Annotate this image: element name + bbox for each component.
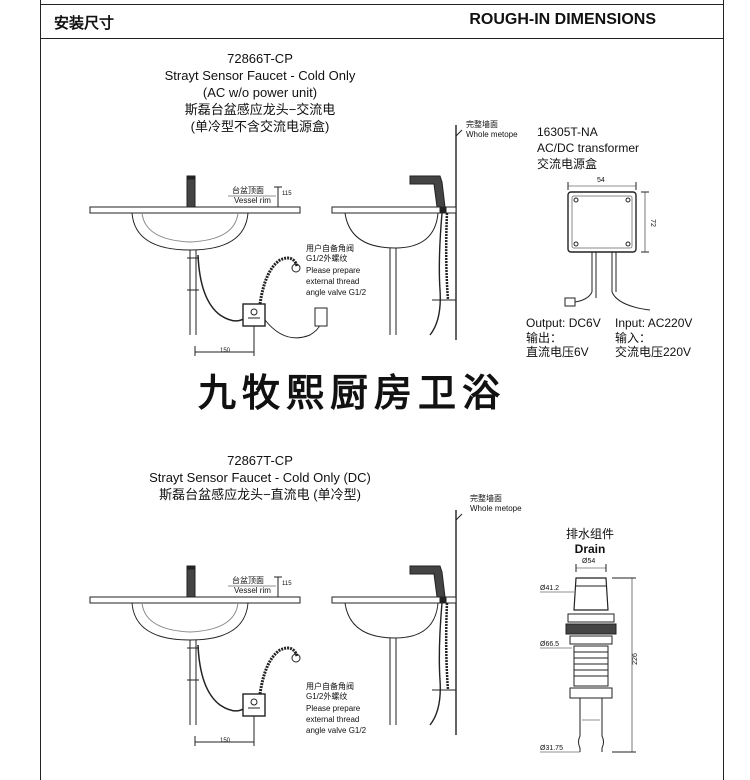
transformer-name-en: AC/DC transformer: [537, 141, 640, 155]
section2-angle-valve-cn2: G1/2外螺纹: [306, 692, 348, 701]
transformer-input-cn1: 输入：: [615, 331, 652, 345]
transformer-output-cn1: 输出：: [526, 331, 563, 345]
section1-dim-width: 150: [220, 348, 231, 354]
section1-wall-cn: 完整墙面: [466, 120, 498, 129]
header-title-cn: 安装尺寸: [54, 14, 115, 32]
section1-wall-en: Whole metope: [466, 130, 518, 139]
drain-dim-height: 226: [631, 653, 639, 665]
section2-angle-valve-en1: Please prepare: [306, 704, 361, 713]
transformer-name-cn: 交流电源盒: [537, 157, 598, 171]
drain-title-en: Drain: [574, 542, 606, 556]
page-frame: [40, 0, 724, 780]
section1-name-cn2: (单冷型不含交流电源盒): [190, 119, 330, 134]
section2-vessel-rim-en: Vessel rim: [234, 586, 271, 595]
drain-title-cn: 排水组件: [565, 527, 614, 541]
section1-name-en: Strayt Sensor Faucet - Cold Only: [164, 68, 356, 83]
ac-plug: [314, 307, 328, 327]
section1-name-en2: (AC w/o power unit): [202, 85, 318, 100]
supply-hose: [197, 254, 246, 322]
section2-title: 72867T-CP Strayt Sensor Faucet - Cold On…: [120, 452, 400, 503]
drain-dim-cap: Ø41.2: [540, 585, 560, 592]
drain-dim-flange: Ø66.5: [540, 641, 560, 648]
drain-flange: [567, 613, 615, 623]
section2-wall-cn: 完整墙面: [470, 494, 502, 503]
section1-model: 72866T-CP: [227, 51, 293, 66]
transformer-output-cn2: 直流电压6V: [526, 345, 589, 359]
section2-vessel-rim-cn: 台盆顶面: [232, 576, 264, 585]
transformer-model: 16305T-NA: [537, 125, 598, 139]
section2-name-en: Strayt Sensor Faucet - Cold Only (DC): [149, 470, 371, 485]
transformer-dim-width: 54: [597, 177, 605, 184]
section2-wall-en: Whole metope: [470, 504, 522, 513]
drain-dim-bottom: Ø31.75: [540, 745, 563, 752]
transformer-box: [567, 191, 637, 253]
section2-angle-valve-en3: angle valve G1/2: [306, 726, 367, 735]
section1-angle-valve-cn1: 用户自备角阀: [306, 244, 354, 253]
section2-angle-valve-cn1: 用户自备角阀: [306, 682, 354, 691]
section2-angle-valve-en2: external thread: [306, 715, 360, 724]
section1-title: 72866T-CP Strayt Sensor Faucet - Cold On…: [140, 50, 380, 135]
top-border: [40, 4, 724, 5]
section1-angle-valve-en1: Please prepare: [306, 266, 361, 275]
section1-name-cn: 斯磊台盆感应龙头−交流电: [184, 102, 336, 117]
section2-model: 72867T-CP: [227, 453, 293, 468]
section2-name-cn: 斯磊台盆感应龙头−直流电 (单冷型): [159, 487, 361, 502]
transformer-input-en: Input: AC220V: [615, 316, 693, 330]
section1-vessel-rim-cn: 台盆顶面: [232, 186, 264, 195]
section2-dim-width: 150: [220, 738, 231, 744]
drain-dim-top: Ø54: [582, 558, 596, 565]
header-title-en: ROUGH-IN DIMENSIONS: [469, 11, 656, 28]
section1-angle-valve-cn2: G1/2外螺纹: [306, 254, 348, 263]
section1-angle-valve-en2: external thread: [306, 277, 360, 286]
transformer-input-cn2: 交流电压220V: [615, 345, 692, 359]
drain-cap: [573, 577, 609, 611]
section1-vessel-rim-en: Vessel rim: [234, 196, 271, 205]
watermark-text: 九牧熙厨房卫浴: [198, 370, 507, 415]
header-bar: 安装尺寸 ROUGH-IN DIMENSIONS: [40, 5, 724, 39]
section1-dim-height: 115: [282, 191, 292, 197]
braided-hose: [258, 256, 299, 305]
section1-angle-valve-en3: angle valve G1/2: [306, 288, 367, 297]
transformer-output-en: Output: DC6V: [526, 316, 601, 330]
section2-dim-height: 115: [282, 581, 292, 587]
